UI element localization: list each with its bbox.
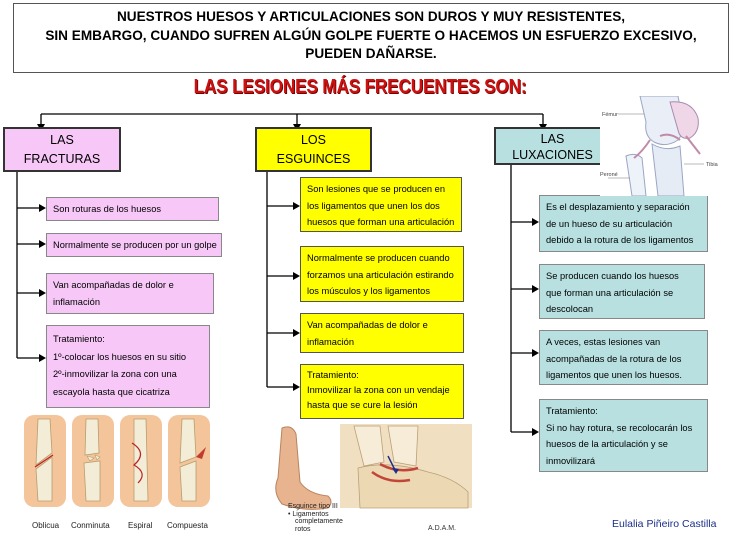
sprain-image-credit: A.D.A.M.: [428, 525, 456, 532]
fracturas-item-4: Tratamiento: 1º-colocar los huesos en su…: [46, 325, 210, 408]
fracture-caption-compuesta: Compuesta: [167, 521, 208, 530]
fracture-caption-conminuta: Conminuta: [71, 521, 110, 530]
luxaciones-item-4-line-3: huesos de la articulación y se: [546, 439, 668, 449]
fracture-types-illustration: [24, 415, 210, 507]
fracture-caption-oblicua: Oblicua: [32, 521, 60, 530]
esguinces-item-4: Tratamiento: Inmovilizar la zona con un …: [300, 364, 464, 419]
fracturas-item-3-line-1: Van acompañadas de dolor e: [53, 280, 174, 290]
fracturas-heading-line-1: LAS: [50, 133, 74, 147]
knee-label-perone: Peroné: [600, 172, 618, 178]
fracturas-item-4-line-1: Tratamiento:: [53, 334, 105, 344]
fracturas-item-1: Son roturas de los huesos: [46, 197, 219, 221]
esguinces-item-2: Normalmente se producen cuando forzamos …: [300, 246, 464, 302]
esguinces-item-2-line-3: los músculos y los ligamentos: [307, 286, 430, 296]
esguinces-heading-line-2: ESGUINCES: [276, 152, 351, 166]
sprain-caption-line-4: rotos: [295, 525, 311, 533]
esguinces-item-2-line-2: forzamos una articulación estirando: [307, 269, 454, 280]
fracturas-item-3: Van acompañadas de dolor e inflamación: [46, 273, 214, 314]
luxaciones-item-1: Es el desplazamiento y separación de un …: [539, 195, 708, 252]
luxaciones-item-2-line-3: descolocan: [546, 304, 594, 314]
luxaciones-item-2: Se producen cuando los huesos que forman…: [539, 264, 705, 319]
luxaciones-item-2-line-2: que forman una articulación se: [546, 287, 674, 298]
fracturas-item-3-line-2: inflamación: [53, 296, 101, 307]
intro-line-3: PUEDEN DAÑARSE.: [305, 46, 437, 61]
luxaciones-item-4-line-2: Si no hay rotura, se recolocarán los: [546, 422, 693, 433]
luxaciones-item-1-line-3: debido a la rotura de los ligamentos: [546, 235, 694, 245]
knee-label-tibia: Tibia: [706, 162, 719, 168]
sprain-caption-line-1: Esguince tipo III: [288, 503, 338, 510]
esguinces-item-3-line-1: Van acompañadas de dolor e: [307, 320, 428, 330]
esguinces-item-1-line-2: los ligamentos que unen los dos: [307, 200, 440, 211]
esguinces-item-4-line-2: Inmovilizar la zona con un vendaje: [307, 385, 450, 395]
sprain-ankle-illustration: A.D.A.M.: [268, 422, 474, 535]
luxaciones-item-3-line-1: A veces, estas lesiones van: [546, 337, 661, 347]
esguinces-item-1-line-3: huesos que forman una articulación: [307, 217, 455, 227]
fracturas-item-4-line-4: escayola hasta que cicatriza: [53, 386, 170, 397]
luxaciones-item-1-line-1: Es el desplazamiento y separación: [546, 202, 690, 212]
luxaciones-item-1-line-2: de un hueso de su articulación: [546, 218, 673, 229]
esguinces-item-1: Son lesiones que se producen en los liga…: [300, 177, 462, 232]
esguinces-item-2-line-1: Normalmente se producen cuando: [307, 253, 450, 263]
fracturas-heading-line-2: FRACTURAS: [23, 152, 101, 166]
fracturas-item-1-line-1: Son roturas de los huesos: [53, 204, 162, 214]
fracturas-item-4-line-3: 2º-inmovilizar la zona con una: [53, 369, 177, 379]
knee-joint-illustration: Fémur Tibia Peroné: [600, 96, 732, 196]
sprain-caption-line-3: completamente: [295, 518, 343, 525]
luxaciones-item-4-line-4: inmovilizará: [546, 455, 596, 466]
intro-box: NUESTROS HUESOS Y ARTICULACIONES SON DUR…: [13, 3, 729, 73]
fracturas-item-4-line-2: 1º-colocar los huesos en su sitio: [53, 351, 187, 362]
luxaciones-item-4: Tratamiento: Si no hay rotura, se recolo…: [539, 399, 708, 472]
luxaciones-heading-line-1: LAS: [540, 132, 565, 146]
luxaciones-item-3-line-2: acompañadas de la rotura de los: [546, 353, 682, 364]
author-credit: Eulalia Piñeiro Castilla: [612, 518, 717, 530]
luxaciones-item-4-line-1: Tratamiento:: [546, 406, 598, 416]
esguinces-item-4-line-3: hasta que se cure la lesión: [307, 400, 418, 410]
knee-label-femur: Fémur: [602, 112, 618, 118]
sprain-caption-line-2: • Ligamentos: [288, 510, 329, 518]
luxaciones-item-3: A veces, estas lesiones van acompañadas …: [539, 330, 708, 385]
esguinces-item-1-line-1: Son lesiones que se producen en: [307, 184, 446, 194]
intro-line-2: SIN EMBARGO, CUANDO SUFREN ALGÚN GOLPE F…: [45, 27, 697, 43]
fracturas-item-2-line-1: Normalmente se producen por un golpe: [53, 240, 217, 250]
intro-line-1: NUESTROS HUESOS Y ARTICULACIONES SON DUR…: [116, 9, 626, 24]
esguinces-item-4-line-1: Tratamiento:: [307, 370, 359, 380]
esguinces-heading: LOS ESGUINCES: [255, 127, 372, 172]
esguinces-item-3-line-2: inflamación: [307, 336, 355, 347]
fracture-caption-espiral: Espiral: [128, 521, 153, 530]
esguinces-item-3: Van acompañadas de dolor e inflamación: [300, 313, 464, 353]
luxaciones-heading-line-2: LUXACIONES: [512, 148, 593, 162]
fracturas-item-2: Normalmente se producen por un golpe: [46, 233, 222, 257]
luxaciones-item-3-line-3: ligamentos que unen los huesos.: [546, 370, 682, 380]
luxaciones-item-2-line-1: Se producen cuando los huesos: [546, 271, 679, 281]
luxaciones-heading: LAS LUXACIONES: [494, 127, 611, 165]
fracturas-heading: LAS FRACTURAS: [3, 127, 121, 172]
headline: LAS LESIONES MÁS FRECUENTES SON:: [193, 76, 527, 98]
sprain-caption: Esguince tipo III • Ligamentos completam…: [288, 503, 343, 533]
esguinces-heading-line-1: LOS: [300, 133, 326, 147]
